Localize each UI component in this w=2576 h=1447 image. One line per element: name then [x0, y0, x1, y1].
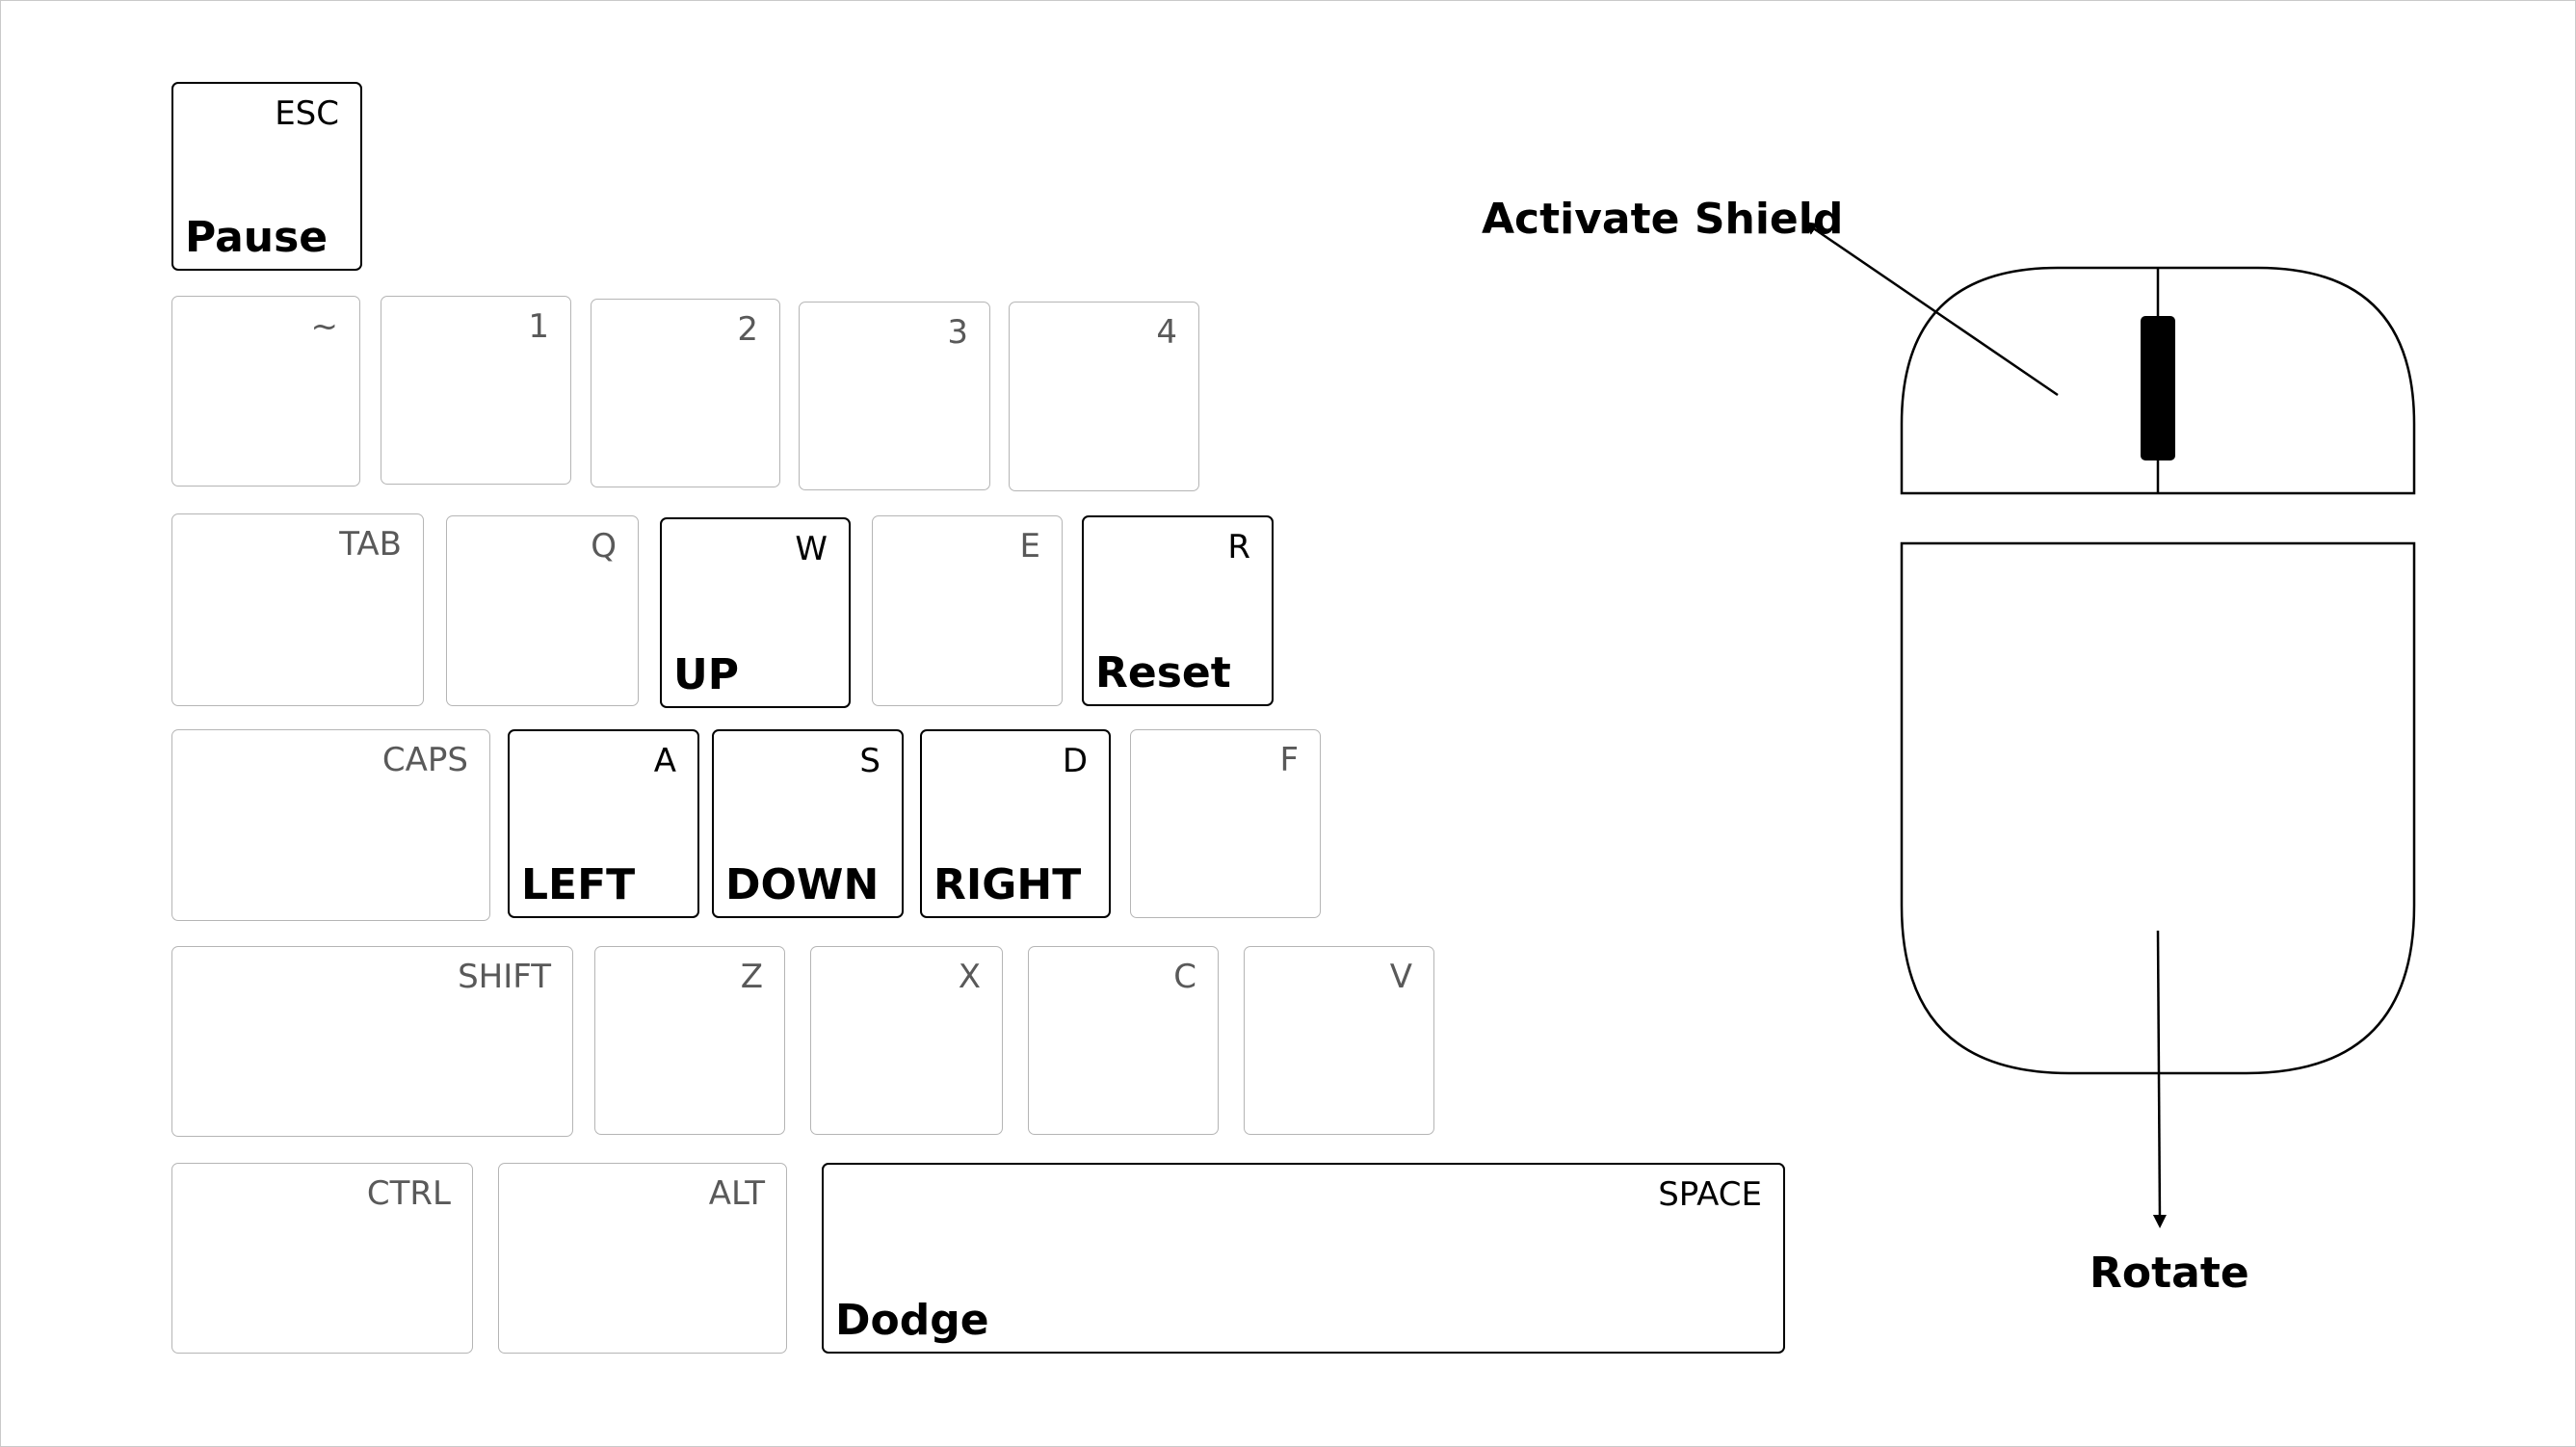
key-cap-label: ALT — [708, 1174, 765, 1213]
key-cap-label: 1 — [528, 307, 549, 346]
key-2: 2 — [591, 299, 780, 487]
key-1: 1 — [381, 296, 571, 485]
key-cap-label: S — [859, 742, 881, 780]
key-cap-label: R — [1227, 528, 1250, 566]
scroll-wheel — [2141, 316, 2175, 460]
key-cap-label: Z — [740, 958, 763, 996]
key-action-label: Dodge — [835, 1296, 989, 1345]
key-s: S DOWN — [712, 729, 904, 918]
key-cap-label: A — [653, 742, 676, 780]
activate-shield-label: Activate Shield — [1482, 195, 1844, 244]
key-cap-label: 2 — [737, 310, 758, 349]
key-space: SPACE Dodge — [822, 1163, 1785, 1354]
key-cap-label: E — [1019, 527, 1040, 566]
key-action-label: DOWN — [725, 860, 880, 909]
key-v: V — [1244, 946, 1434, 1135]
key-action-label: RIGHT — [933, 860, 1082, 909]
key-c: C — [1028, 946, 1219, 1135]
key-d: D RIGHT — [920, 729, 1111, 918]
key-x: X — [810, 946, 1003, 1135]
key-cap-label: C — [1173, 958, 1196, 996]
key-cap-label: W — [795, 530, 828, 568]
rotate-arrow — [2152, 930, 2167, 1228]
key-cap-label: CTRL — [366, 1174, 451, 1213]
key-w: W UP — [660, 517, 851, 708]
key-action-label: LEFT — [521, 860, 636, 909]
key-cap-label: Q — [591, 527, 617, 566]
key-cap-label: ESC — [275, 94, 339, 133]
key-cap-label: D — [1062, 742, 1088, 780]
key-cap-label: 4 — [1156, 313, 1177, 352]
key-cap-label: V — [1389, 958, 1412, 996]
key-alt: ALT — [498, 1163, 787, 1354]
key-ctrl: CTRL — [171, 1163, 473, 1354]
key-z: Z — [594, 946, 785, 1135]
key-cap-label: ~ — [310, 307, 339, 346]
key-cap-label: SHIFT — [458, 958, 551, 996]
key-cap-label: X — [958, 958, 981, 996]
key-cap-label: TAB — [339, 525, 402, 564]
mouse-buttons-outline — [1900, 266, 2416, 495]
key-esc: ESC Pause — [171, 82, 362, 271]
key-tab: TAB — [171, 513, 424, 706]
key-action-label: UP — [673, 650, 739, 699]
key-cap-label: F — [1279, 741, 1299, 779]
key-a: A LEFT — [508, 729, 699, 918]
key-cap-label: 3 — [947, 313, 968, 352]
mouse-palm-outline — [1900, 541, 2416, 1075]
key-action-label: Pause — [185, 213, 329, 262]
key-cap-label: CAPS — [381, 741, 468, 779]
key-tilde: ~ — [171, 296, 360, 487]
key-cap-label: SPACE — [1658, 1175, 1762, 1214]
key-caps: CAPS — [171, 729, 490, 921]
key-3: 3 — [799, 302, 990, 490]
key-shift: SHIFT — [171, 946, 573, 1137]
key-f: F — [1130, 729, 1321, 918]
key-action-label: Reset — [1095, 648, 1231, 697]
key-r: R Reset — [1082, 515, 1274, 706]
key-e: E — [872, 515, 1063, 706]
key-4: 4 — [1009, 302, 1199, 491]
rotate-label: Rotate — [2090, 1249, 2249, 1298]
activate-shield-arrow — [1803, 222, 2059, 397]
key-q: Q — [446, 515, 639, 706]
